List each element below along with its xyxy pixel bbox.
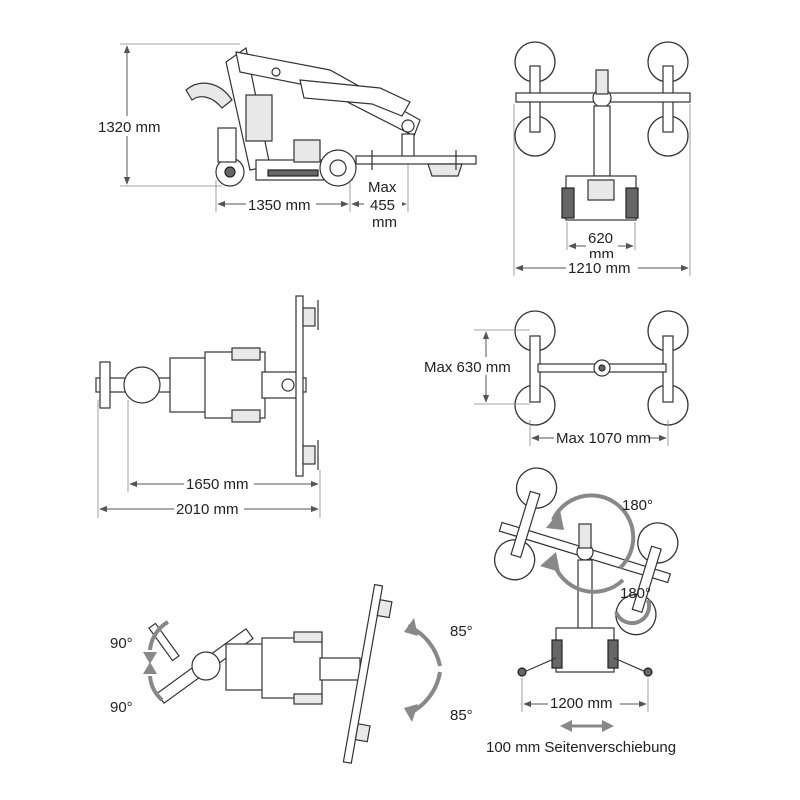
tilt-left-upper-arrow [148,620,170,651]
tilt-left-lower-label: 90° [110,699,133,716]
top-view: 1650 mm 2010 mm [95,295,321,518]
frame-width-label: Max 1070 mm [556,430,651,447]
rotation-arrow-upper [551,493,636,570]
side-shift-label: 100 mm Seitenverschiebung [486,739,676,756]
tilt-view: 90° 90° 85° 85° [110,583,473,764]
tilt-machine-drawing [148,583,393,764]
rotation-base-width-label: 1200 mm [550,695,613,712]
top-machine-drawing [95,295,319,477]
rotation-upper-angle: 180° [622,497,653,514]
rotation-arrow-small [614,599,652,626]
frame-view: Max 630 mm Max 1070 mm [422,310,689,447]
frame-height-label: Max 630 mm [424,359,511,376]
top-total-length-label: 2010 mm [176,501,239,518]
frame-vacuum-cups [514,310,689,426]
tilt-right-lower-label: 85° [450,707,473,724]
tilt-left-upper-label: 90° [110,635,133,652]
front-width-label: 1210 mm [568,260,631,277]
track-label-line1: 620 [588,230,613,247]
reach-label-line2: 455 [370,197,395,214]
front-view: 620 mm 1210 mm [513,41,691,277]
front-vacuum-cups [514,41,691,221]
reach-label-line1: Max [368,179,397,196]
length-label: 1350 mm [248,197,311,214]
side-view: 1320 mm 1350 mm Max 455 mm [98,43,477,231]
side-machine-drawing [185,46,477,187]
rotation-lower-angle: 180° [620,585,651,602]
rotation-view: 180° 180° 1200 mm 100 mm Seitenverschieb… [486,467,679,756]
top-inner-length-label: 1650 mm [186,476,249,493]
tilt-left-lower-arrow [148,675,164,702]
reach-label-line3: mm [372,214,397,231]
tilt-right-upper-label: 85° [450,623,473,640]
height-label: 1320 mm [98,119,161,136]
rotation-machine-drawing [494,467,679,677]
